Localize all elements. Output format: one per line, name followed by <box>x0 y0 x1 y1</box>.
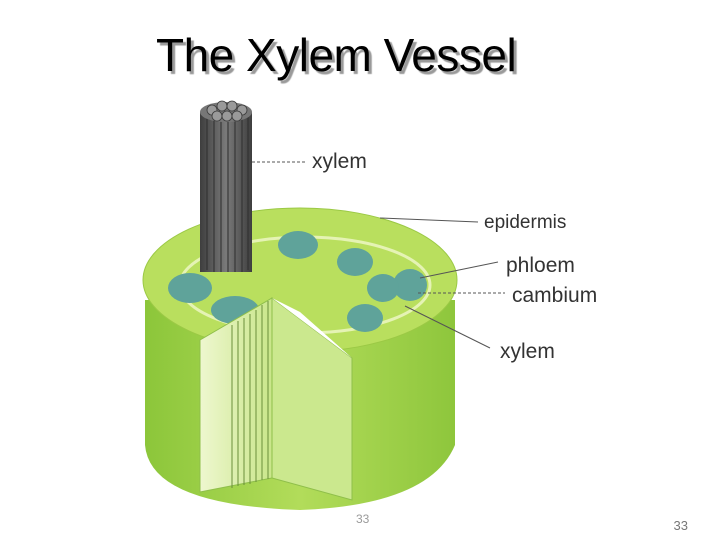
label-xylem-top: xylem <box>312 150 367 173</box>
xylem-tubes <box>200 100 252 272</box>
vascular-bundle <box>168 273 212 303</box>
vascular-bundle <box>278 231 318 259</box>
vascular-bundle <box>337 248 373 276</box>
label-epidermis: epidermis <box>484 212 566 233</box>
cut-gap <box>272 298 352 358</box>
label-cambium: cambium <box>512 284 597 307</box>
vascular-bundle <box>347 304 383 332</box>
footer-fragment: 33 <box>356 512 370 526</box>
page-number: 33 <box>673 518 688 533</box>
label-xylem-bottom: xylem <box>500 340 555 363</box>
vascular-bundle <box>367 274 399 302</box>
wedge-cut <box>199 297 353 501</box>
label-phloem: phloem <box>506 254 575 277</box>
slide-title: The Xylem Vessel <box>156 29 517 81</box>
